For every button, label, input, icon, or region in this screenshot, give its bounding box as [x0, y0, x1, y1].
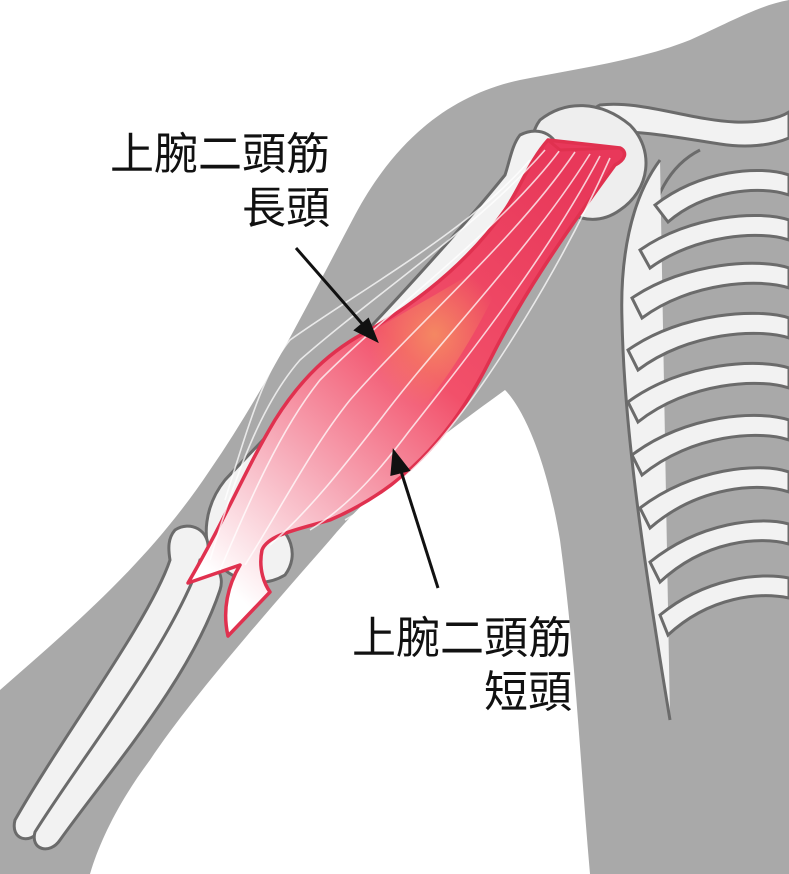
biceps-muscle: [186, 138, 627, 638]
ulna-bone: [32, 558, 223, 851]
label-short-head-line1: 上腕二頭筋: [352, 613, 572, 664]
label-biceps-short-head: 上腕二頭筋 短頭: [300, 612, 572, 720]
label-biceps-long-head: 上腕二頭筋 長頭: [60, 128, 330, 236]
ribcage: [620, 148, 789, 721]
label-short-head-line2: 短頭: [484, 667, 572, 718]
muscle-fibers: [209, 149, 611, 571]
long-head-tendon: [547, 138, 621, 152]
label-long-head-line2: 長頭: [242, 183, 330, 234]
arrow-long-head: [294, 247, 379, 344]
arrow-short-head: [390, 448, 440, 589]
label-long-head-line1: 上腕二頭筋: [110, 129, 330, 180]
